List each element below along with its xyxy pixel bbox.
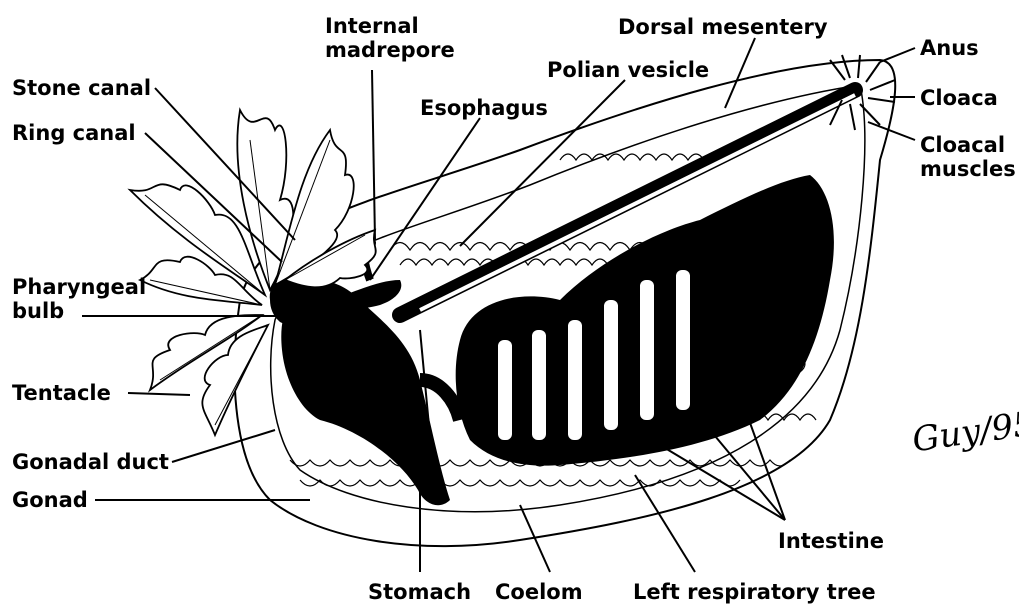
label-pharyngeal-bulb: Pharyngeal bulb (12, 275, 146, 323)
label-intestine: Intestine (778, 529, 884, 553)
label-left-respiratory-tree: Left respiratory tree (633, 580, 876, 604)
label-gonadal-duct: Gonadal duct (12, 450, 169, 474)
label-dorsal-mesentery: Dorsal mesentery (618, 15, 828, 39)
label-cloacal-muscles: Cloacal muscles (920, 133, 1016, 181)
label-ring-canal: Ring canal (12, 121, 136, 145)
label-stomach: Stomach (368, 580, 471, 604)
label-anus: Anus (920, 36, 979, 60)
label-gonad: Gonad (12, 488, 88, 512)
label-internal-madrepore: Internal madrepore (325, 14, 455, 62)
label-stone-canal: Stone canal (12, 76, 151, 100)
label-tentacle: Tentacle (12, 381, 111, 405)
label-coelom: Coelom (495, 580, 583, 604)
label-cloaca: Cloaca (920, 86, 998, 110)
label-esophagus: Esophagus (420, 96, 548, 120)
label-polian-vesicle: Polian vesicle (547, 58, 709, 82)
